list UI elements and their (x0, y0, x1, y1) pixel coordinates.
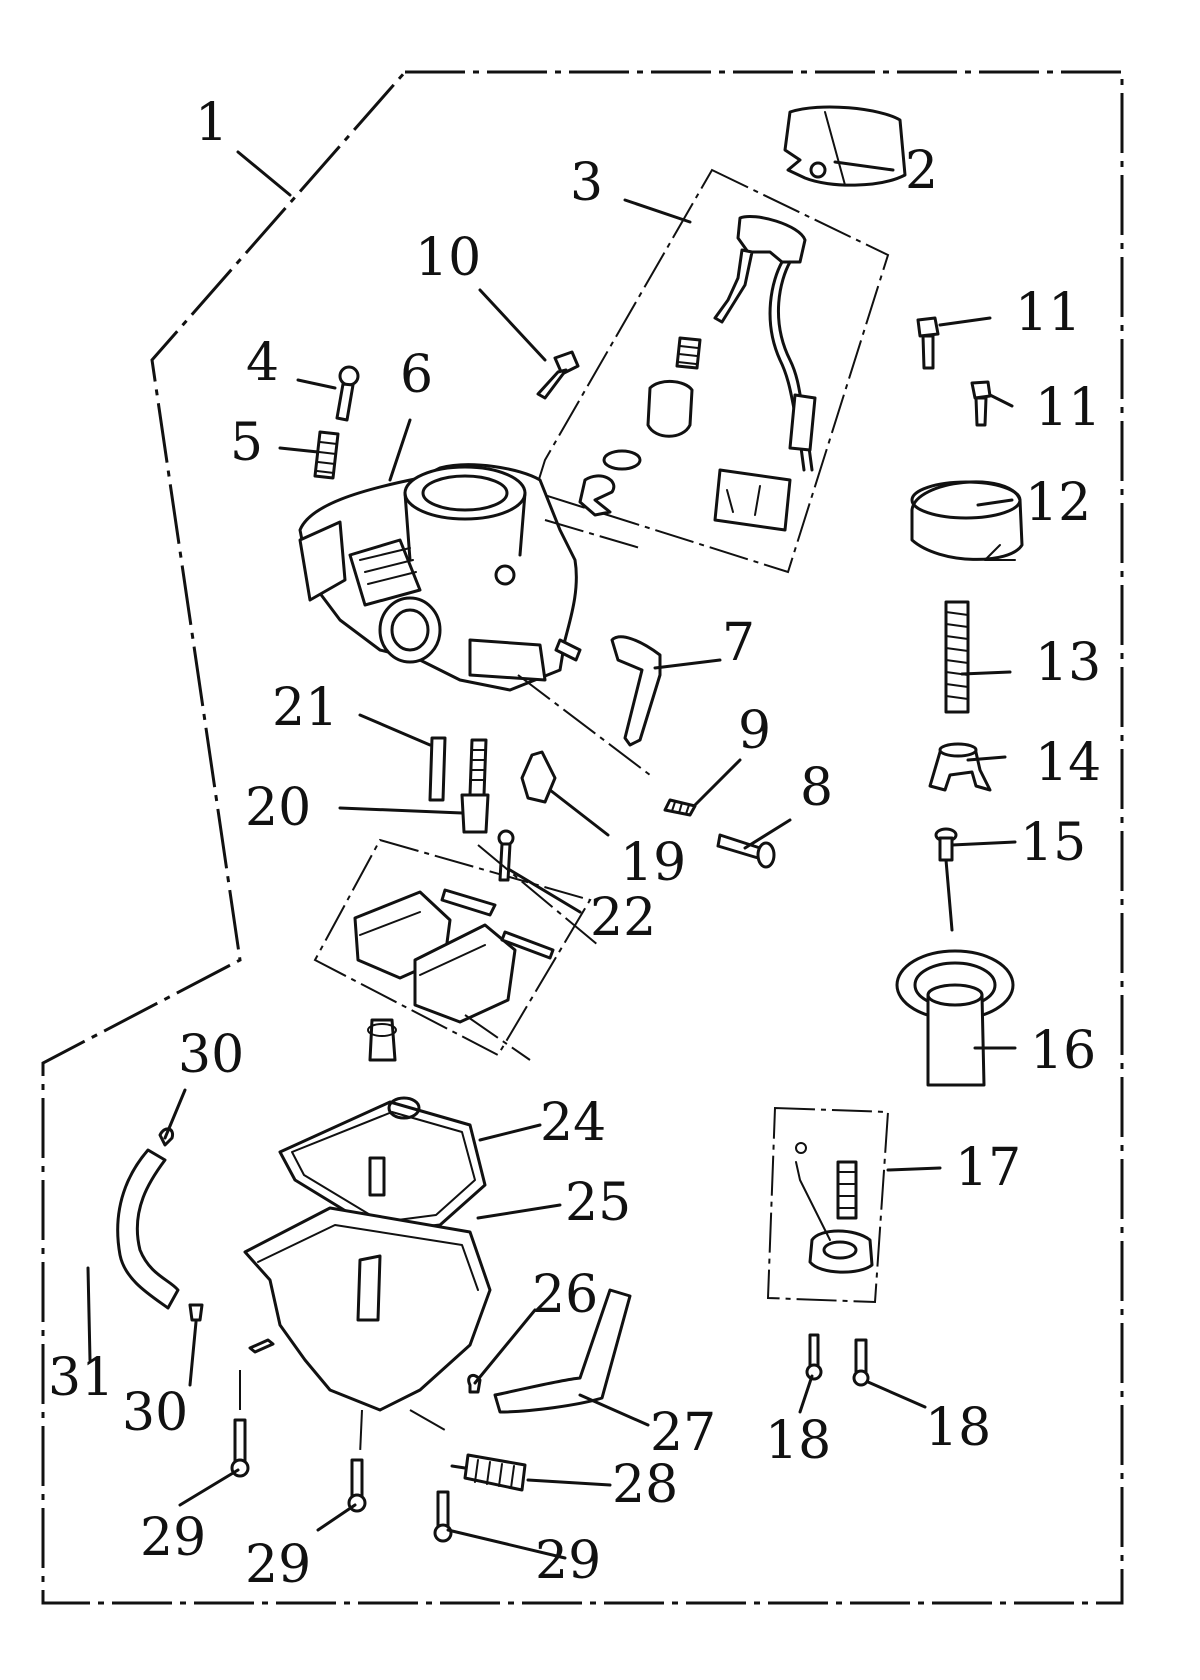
part-overflow-hose-and-clips (116, 1127, 204, 1322)
callout-10: 10 (415, 228, 481, 288)
callout-8: 8 (800, 758, 833, 818)
part-adjust-screws (663, 798, 776, 869)
part-float-bowl (243, 1206, 492, 1412)
part-drain-hose-and-screw (450, 1288, 632, 1492)
callout-26: 26 (532, 1265, 598, 1325)
part-screw-10 (536, 350, 580, 400)
callout-20: 20 (245, 778, 311, 838)
assembly-boundary (41, 70, 1124, 1605)
callout-4: 4 (246, 333, 279, 393)
callout-3: 3 (570, 153, 603, 213)
part-pump-screws (805, 1333, 870, 1387)
part-screw-and-spring (313, 365, 360, 480)
leader-lines (86, 150, 1017, 1560)
callout-25: 25 (565, 1173, 631, 1233)
callout-22: 22 (590, 888, 656, 948)
part-float-bowl-gaskets (278, 1096, 487, 1234)
callout-18b: 18 (925, 1398, 991, 1458)
callout-9: 9 (738, 701, 771, 761)
callout-29b: 29 (245, 1535, 311, 1595)
callout-17: 17 (955, 1138, 1021, 1198)
callout-19: 19 (620, 833, 686, 893)
part-vacuum-piston (895, 949, 1015, 1087)
part-spring (944, 600, 970, 714)
callout-15: 15 (1020, 813, 1086, 873)
callout-labels: 1 2 3 4 5 6 7 8 9 10 11 11 12 13 14 15 1… (48, 93, 1101, 1595)
callout-29a: 29 (140, 1508, 206, 1568)
part-jet-needle (934, 827, 958, 932)
callout-11b: 11 (1035, 378, 1101, 438)
callout-14: 14 (1035, 733, 1101, 793)
callout-1: 1 (195, 93, 228, 153)
part-cap-screws (916, 316, 992, 427)
part-float-group (313, 829, 592, 1062)
part-top-cap (910, 480, 1024, 561)
callout-12: 12 (1025, 473, 1091, 533)
part-carburetor-body (298, 463, 582, 692)
callout-29c: 29 (535, 1531, 601, 1591)
callout-30a: 30 (178, 1025, 244, 1085)
callout-18a: 18 (765, 1411, 831, 1471)
callout-7: 7 (722, 613, 755, 673)
part-cover-cap (783, 105, 907, 187)
part-accelerator-pump-group (766, 1106, 890, 1304)
callout-5: 5 (230, 413, 263, 473)
callout-21: 21 (272, 678, 338, 738)
part-hose (610, 635, 662, 747)
callout-28: 28 (612, 1455, 678, 1515)
part-starter-group (533, 168, 890, 574)
part-jets-and-needle-valve (428, 736, 557, 834)
callout-31: 31 (48, 1348, 114, 1408)
callout-16: 16 (1030, 1021, 1096, 1081)
callout-27: 27 (650, 1403, 716, 1463)
callout-13: 13 (1035, 633, 1101, 693)
callout-2: 2 (905, 141, 938, 201)
callout-30b: 30 (122, 1383, 188, 1443)
part-bowl-screws (230, 1418, 453, 1543)
callout-24: 24 (540, 1093, 606, 1153)
callout-6: 6 (400, 345, 433, 405)
callout-11a: 11 (1015, 283, 1081, 343)
part-needle-retainer (928, 742, 992, 792)
